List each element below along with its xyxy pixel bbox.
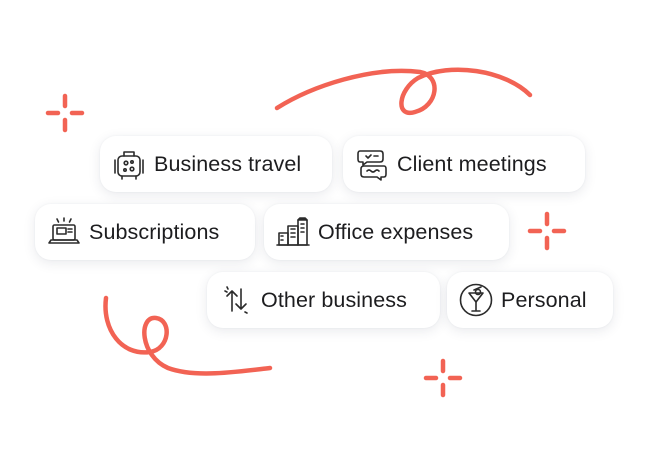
chip-label: Client meetings	[397, 151, 547, 176]
category-chip-business-travel[interactable]: Business travel	[100, 136, 332, 192]
category-chip-other-business[interactable]: Other business	[207, 272, 440, 328]
chip-label: Other business	[261, 287, 407, 312]
chip-label: Business travel	[154, 151, 302, 176]
chat-bubbles-icon	[357, 150, 387, 181]
sparkle-bottom	[423, 358, 463, 398]
laptop-icon	[48, 217, 80, 244]
transfer-arrows-icon	[224, 286, 248, 314]
cocktail-icon	[459, 283, 493, 317]
sparkle-top-left	[45, 93, 85, 133]
category-chip-subscriptions[interactable]: Subscriptions	[35, 204, 255, 260]
category-chip-personal[interactable]: Personal	[447, 272, 613, 328]
chip-label: Subscriptions	[89, 219, 220, 244]
chip-label: Office expenses	[318, 219, 474, 244]
luggage-icon	[114, 151, 144, 180]
top-swirl	[274, 67, 533, 116]
category-chip-office-expenses[interactable]: Office expenses	[264, 204, 509, 260]
chip-label: Personal	[501, 287, 587, 312]
buildings-icon	[276, 217, 310, 246]
sparkle-middle-right	[527, 211, 567, 251]
category-chip-client-meetings[interactable]: Client meetings	[343, 136, 585, 192]
